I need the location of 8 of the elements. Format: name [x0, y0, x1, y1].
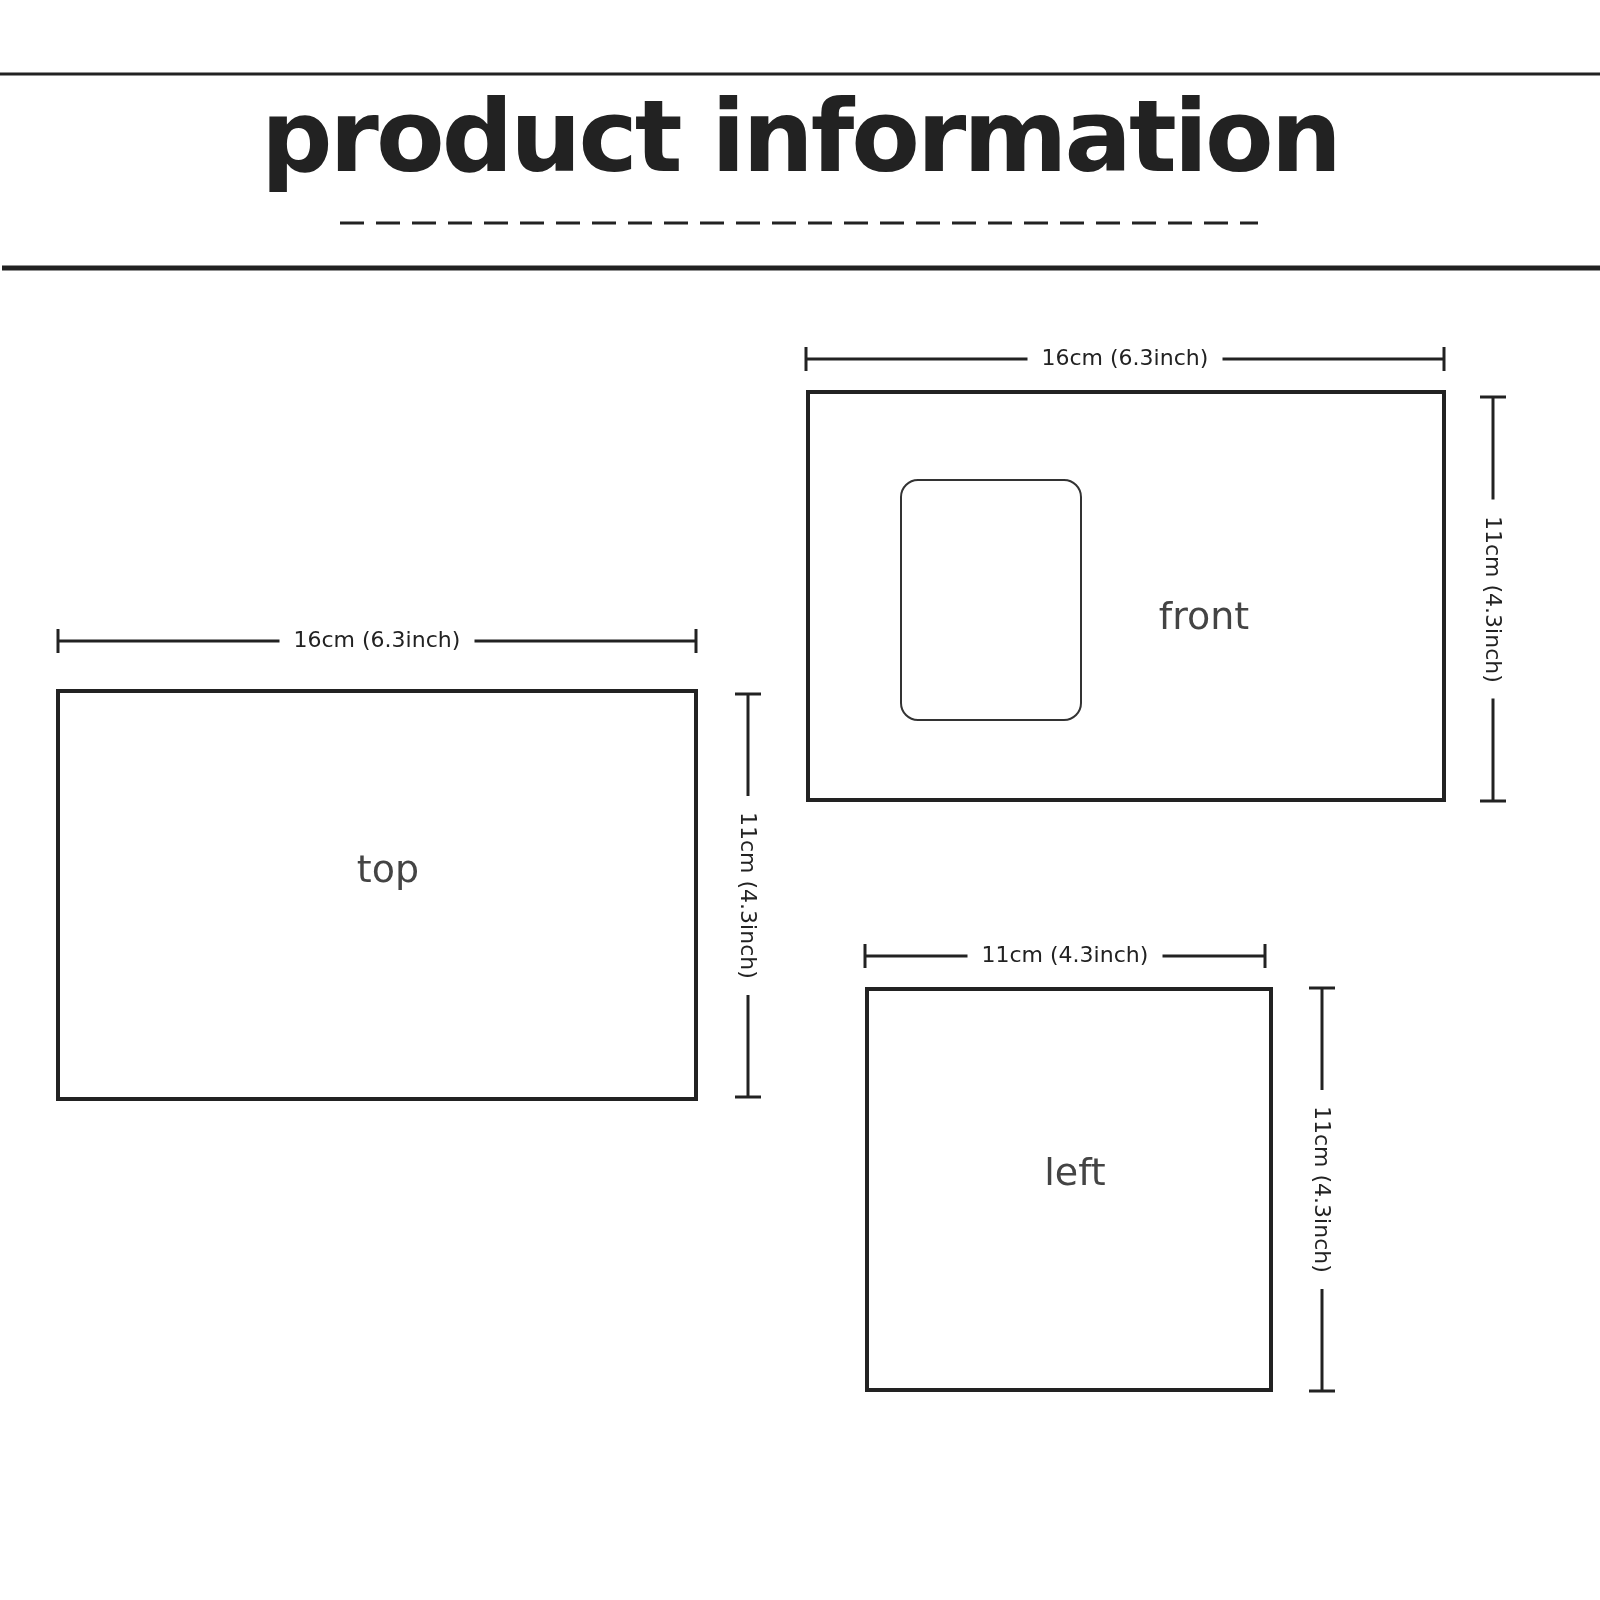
heading: product information: [261, 78, 1339, 195]
window-outline: [900, 479, 1082, 721]
front-view-outline: [806, 390, 1446, 802]
top-view-outline: [56, 689, 698, 1101]
view-label: top: [356, 847, 420, 891]
view-label: left: [1044, 1150, 1106, 1194]
left-view-outline: [865, 987, 1273, 1392]
view-label: front: [1158, 594, 1250, 638]
